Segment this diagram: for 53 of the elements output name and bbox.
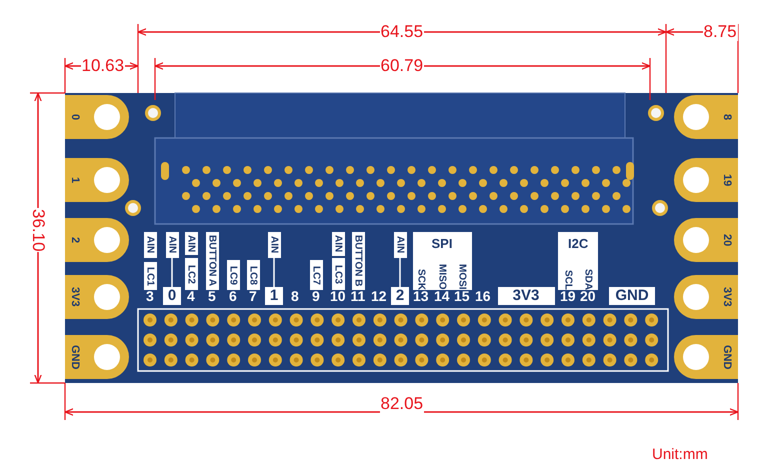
pad-label: 3V3 (69, 287, 81, 307)
pin-function-label: AIN (144, 232, 156, 258)
pin-number: GND (609, 287, 655, 305)
pin-number: 12 (371, 287, 387, 305)
pin-number: 19 (560, 288, 576, 305)
pin-function-label: LC2 (184, 258, 198, 290)
pin-number: 10 (330, 287, 346, 305)
pin-function-label: LC8 (246, 260, 260, 290)
pad-label: 1 (69, 177, 81, 184)
pin-number: 3 (146, 287, 154, 305)
pin-number: 3V3 (498, 287, 554, 305)
pin-number: 1 (265, 287, 283, 305)
pin-function-label: SCL (562, 269, 574, 290)
pin-number: 9 (312, 287, 320, 305)
pin-number: 4 (187, 287, 195, 305)
pin-function-label: LC9 (226, 260, 240, 290)
pad-label: 8 (721, 114, 733, 120)
pad-label: 0 (69, 114, 81, 120)
bus-heading: SPI (432, 237, 452, 251)
pin-number: 8 (291, 287, 299, 305)
pad-label: GND (69, 345, 81, 370)
pin-number: 11 (350, 287, 366, 305)
unit-note: Unit:mm (652, 447, 708, 463)
pin-number: 0 (163, 287, 181, 305)
pin-function-label: AIN (268, 232, 280, 258)
pin-function-label: SCK (414, 268, 428, 290)
pin-function-label: AIN (394, 232, 406, 258)
bus-heading: I2C (568, 237, 588, 251)
pin-number: 7 (249, 287, 257, 305)
pad-label: 19 (721, 174, 733, 186)
pin-function-label: SDA (582, 268, 594, 290)
pad-label: 20 (721, 234, 733, 246)
pad-label: 2 (69, 237, 81, 244)
pin-function-label: LC3 (332, 258, 344, 290)
pin-function-label: LC1 (144, 262, 156, 290)
pin-function-label: BUTTON A (206, 232, 218, 290)
pin-function-label: LC7 (310, 260, 322, 290)
pin-number: 14 (434, 288, 450, 305)
pin-number: 16 (475, 287, 491, 305)
pin-function-label: BUTTON B (352, 232, 364, 290)
pad-label: 3V3 (721, 287, 733, 307)
pin-number: 6 (229, 287, 237, 305)
pin-function-label: AIN (332, 232, 344, 256)
dimension-label: 8.75 (702, 23, 738, 41)
pin-function-label: AIN (166, 232, 178, 258)
pin-function-label: MOSI (456, 263, 468, 290)
pin-number: 2 (391, 287, 409, 305)
pin-function-label: AIN (184, 232, 198, 255)
pin-number: 5 (208, 287, 216, 305)
pad-label: GND (721, 345, 733, 370)
pin-number: 15 (454, 288, 470, 305)
dimension-label: 82.05 (380, 395, 424, 413)
pin-function-label: MISO (436, 263, 448, 290)
